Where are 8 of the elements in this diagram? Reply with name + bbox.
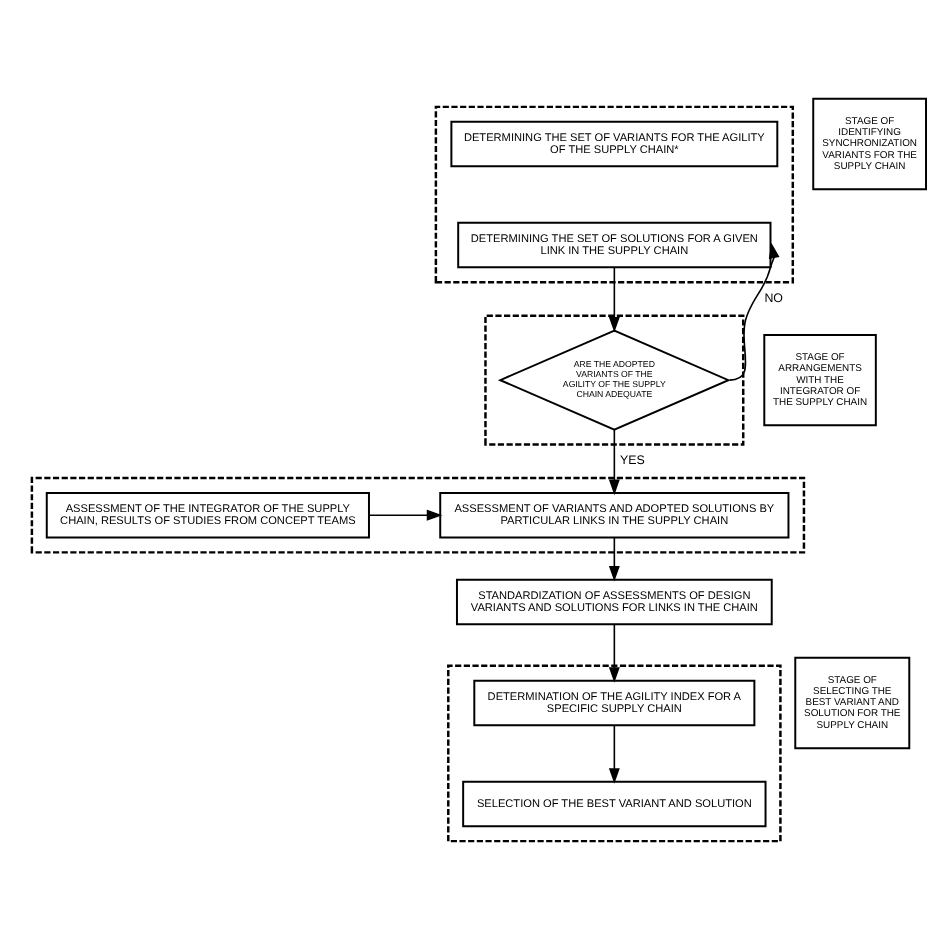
arrow [608, 266, 620, 333]
arrow [608, 724, 620, 784]
arrow [728, 242, 780, 381]
arrow [608, 429, 620, 496]
cluster [434, 105, 795, 284]
arrow [608, 536, 620, 582]
arrow [608, 623, 620, 683]
arrow [368, 509, 443, 521]
